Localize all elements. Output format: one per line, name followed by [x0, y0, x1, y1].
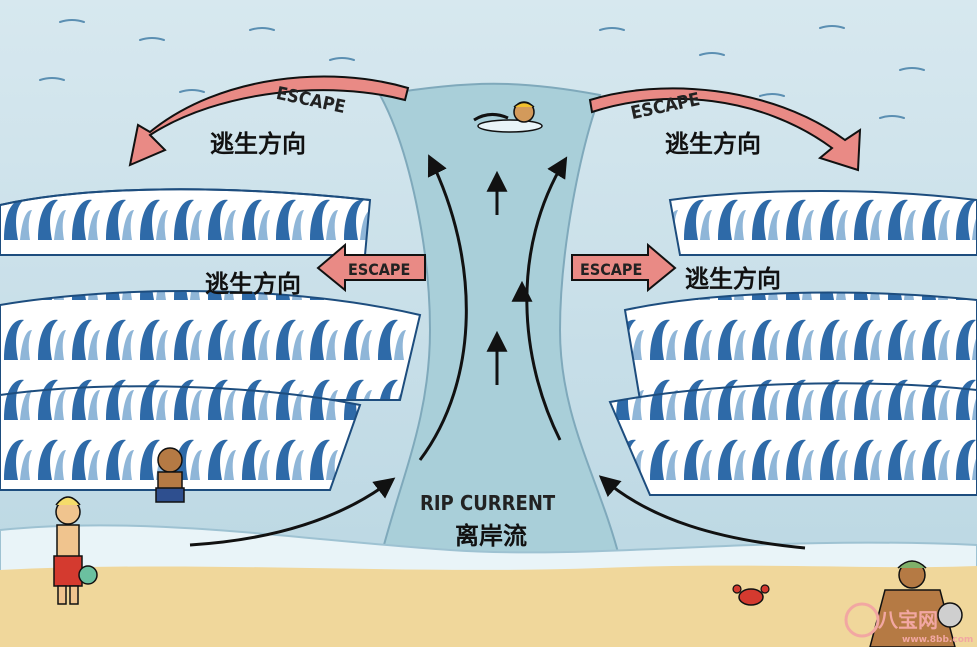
rip-current-label-cn: 离岸流	[455, 522, 527, 550]
curved-arrow-icon	[525, 156, 568, 441]
rip-channel	[378, 82, 622, 561]
svg-text:八宝网: 八宝网	[878, 608, 938, 632]
escape-arrow-mid-left	[316, 242, 426, 293]
escape-direction-top-right: 逃生方向	[665, 130, 761, 158]
curved-arrow-icon	[189, 477, 396, 547]
left-wave-middle	[0, 290, 422, 401]
escape-label-mid-left: ESCAPE	[348, 260, 410, 279]
escape-direction-mid-right: 逃生方向	[685, 265, 781, 293]
adults-on-beach-icon	[869, 560, 963, 647]
curved-arrow-icon	[418, 154, 468, 461]
escape-arrow-mid-right	[571, 242, 677, 293]
escape-arrow-top-left	[128, 75, 410, 167]
watermark-logo: 八宝网 www.8bb.com	[844, 602, 973, 645]
right-wave-top	[668, 190, 977, 256]
swimmer-icon	[473, 101, 543, 133]
child-in-water-icon	[155, 447, 185, 503]
escape-arrow-top-right	[588, 87, 862, 172]
escape-direction-top-left: 逃生方向	[210, 130, 306, 158]
right-wave-middle	[623, 291, 977, 401]
current-arrows	[189, 154, 806, 550]
child-on-beach-icon	[53, 496, 98, 605]
left-wave-bottom	[0, 385, 362, 491]
escape-label-mid-right: ESCAPE	[580, 260, 642, 279]
escape-direction-mid-left: 逃生方向	[205, 270, 301, 298]
right-wave-bottom	[608, 382, 977, 496]
curved-arrow-icon	[598, 475, 806, 550]
sea-ripples	[39, 19, 925, 119]
rip-current-label: RIP CURRENT	[420, 491, 556, 515]
crab-icon	[732, 584, 770, 606]
left-wave-top	[0, 188, 372, 256]
svg-text:www.8bb.com: www.8bb.com	[902, 635, 973, 645]
beach-sand	[0, 565, 977, 647]
